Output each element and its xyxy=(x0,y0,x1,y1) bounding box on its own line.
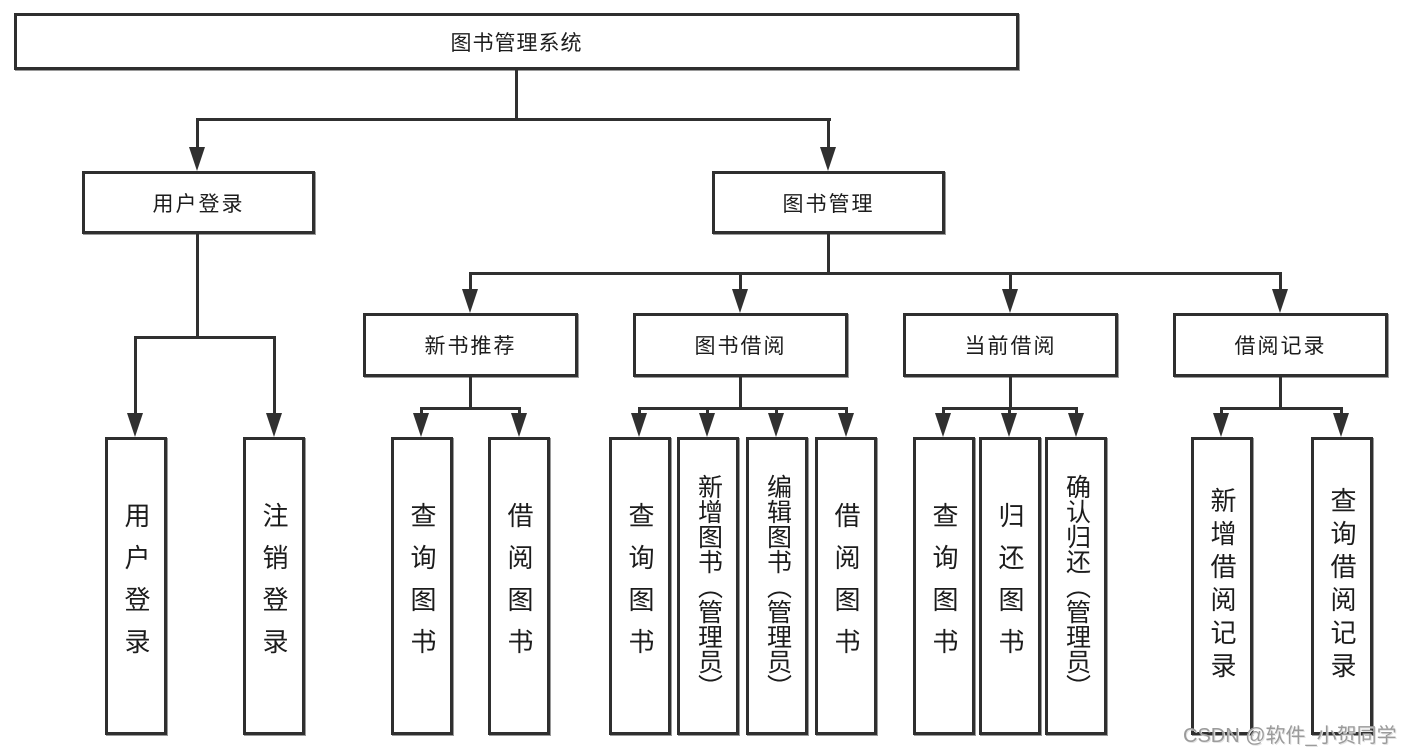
node-label: 查询借阅记录 xyxy=(1327,487,1357,685)
connector-line xyxy=(469,272,1282,275)
arrowhead-down-icon xyxy=(820,147,836,171)
node-borrow-records: 借阅记录 xyxy=(1173,313,1388,377)
leaf-borrow-books: 借阅图书 xyxy=(815,437,877,735)
leaf-query-borrow-record: 查询借阅记录 xyxy=(1311,437,1373,735)
connector-line xyxy=(1220,407,1343,410)
csdn-watermark: CSDN @软件_小贺同学 xyxy=(1183,725,1397,747)
node-label: 借阅记录 xyxy=(1234,335,1327,358)
connector-line xyxy=(1009,272,1012,294)
connector-line xyxy=(1009,377,1012,407)
arrowhead-down-icon xyxy=(732,289,748,313)
arrowhead-down-icon xyxy=(1272,289,1288,313)
arrowhead-down-icon xyxy=(1068,413,1084,437)
connector-line xyxy=(827,118,830,150)
node-label: 查询图书 xyxy=(407,502,437,670)
node-label: 图书管理 xyxy=(782,192,875,216)
node-label: 查询图书 xyxy=(625,502,655,670)
node-label: 借阅图书 xyxy=(504,502,534,670)
node-book-management: 图书管理 xyxy=(712,171,945,234)
connector-line xyxy=(196,234,199,336)
leaf-query-books-recommend: 查询图书 xyxy=(391,437,453,735)
node-label: 查询图书 xyxy=(929,502,959,670)
connector-line xyxy=(196,118,199,150)
arrowhead-down-icon xyxy=(511,413,527,437)
node-label: 图书借阅 xyxy=(694,335,787,358)
arrowhead-down-icon xyxy=(838,413,854,437)
arrowhead-down-icon xyxy=(768,413,784,437)
connector-line xyxy=(196,118,831,121)
arrowhead-down-icon xyxy=(1001,413,1017,437)
connector-line xyxy=(515,70,518,118)
node-label: 借阅图书 xyxy=(831,502,861,670)
leaf-add-books-admin: 新增图书（管理员） xyxy=(677,437,739,735)
leaf-query-books-borrowing: 查询图书 xyxy=(609,437,671,735)
connector-line xyxy=(469,377,472,407)
arrowhead-down-icon xyxy=(413,413,429,437)
node-label: 用户登录 xyxy=(121,502,151,670)
leaf-user-logout: 注销登录 xyxy=(243,437,305,735)
node-label: 新增借阅记录 xyxy=(1207,487,1237,685)
arrowhead-down-icon xyxy=(462,289,478,313)
connector-line xyxy=(420,407,521,410)
leaf-borrow-books-recommend: 借阅图书 xyxy=(488,437,550,735)
connector-line xyxy=(739,272,742,294)
arrowhead-down-icon xyxy=(1002,289,1018,313)
connector-line xyxy=(638,407,848,410)
node-label: 归还图书 xyxy=(995,502,1025,670)
connector-line xyxy=(273,336,276,416)
node-label: 确认归还（管理员） xyxy=(1062,473,1091,699)
node-label: 图书管理系统 xyxy=(450,31,583,55)
connector-line xyxy=(739,377,742,407)
node-label: 新书推荐 xyxy=(424,335,517,358)
arrowhead-down-icon xyxy=(1213,413,1229,437)
connector-line xyxy=(469,272,472,294)
node-label: 新增图书（管理员） xyxy=(694,473,723,699)
connector-line xyxy=(1279,377,1282,407)
arrowhead-down-icon xyxy=(699,413,715,437)
node-label: 用户登录 xyxy=(152,192,245,216)
leaf-confirm-return-admin: 确认归还（管理员） xyxy=(1045,437,1107,735)
leaf-user-login: 用户登录 xyxy=(105,437,167,735)
connector-line xyxy=(1279,272,1282,294)
leaf-add-borrow-record: 新增借阅记录 xyxy=(1191,437,1253,735)
node-current-borrowing: 当前借阅 xyxy=(903,313,1118,377)
node-book-borrowing: 图书借阅 xyxy=(633,313,848,377)
leaf-edit-books-admin: 编辑图书（管理员） xyxy=(746,437,808,735)
node-label: 注销登录 xyxy=(259,502,289,670)
connector-line xyxy=(134,336,137,416)
node-user-login: 用户登录 xyxy=(82,171,315,234)
leaf-return-books: 归还图书 xyxy=(979,437,1041,735)
node-label: 当前借阅 xyxy=(964,335,1057,358)
connector-line xyxy=(134,336,276,339)
node-new-book-recommend: 新书推荐 xyxy=(363,313,578,377)
leaf-query-books-current: 查询图书 xyxy=(913,437,975,735)
arrowhead-down-icon xyxy=(127,413,143,437)
node-library-system: 图书管理系统 xyxy=(14,13,1019,70)
node-label: 编辑图书（管理员） xyxy=(763,473,792,699)
connector-line xyxy=(827,234,830,272)
arrowhead-down-icon xyxy=(189,147,205,171)
arrowhead-down-icon xyxy=(935,413,951,437)
arrowhead-down-icon xyxy=(266,413,282,437)
arrowhead-down-icon xyxy=(631,413,647,437)
arrowhead-down-icon xyxy=(1333,413,1349,437)
